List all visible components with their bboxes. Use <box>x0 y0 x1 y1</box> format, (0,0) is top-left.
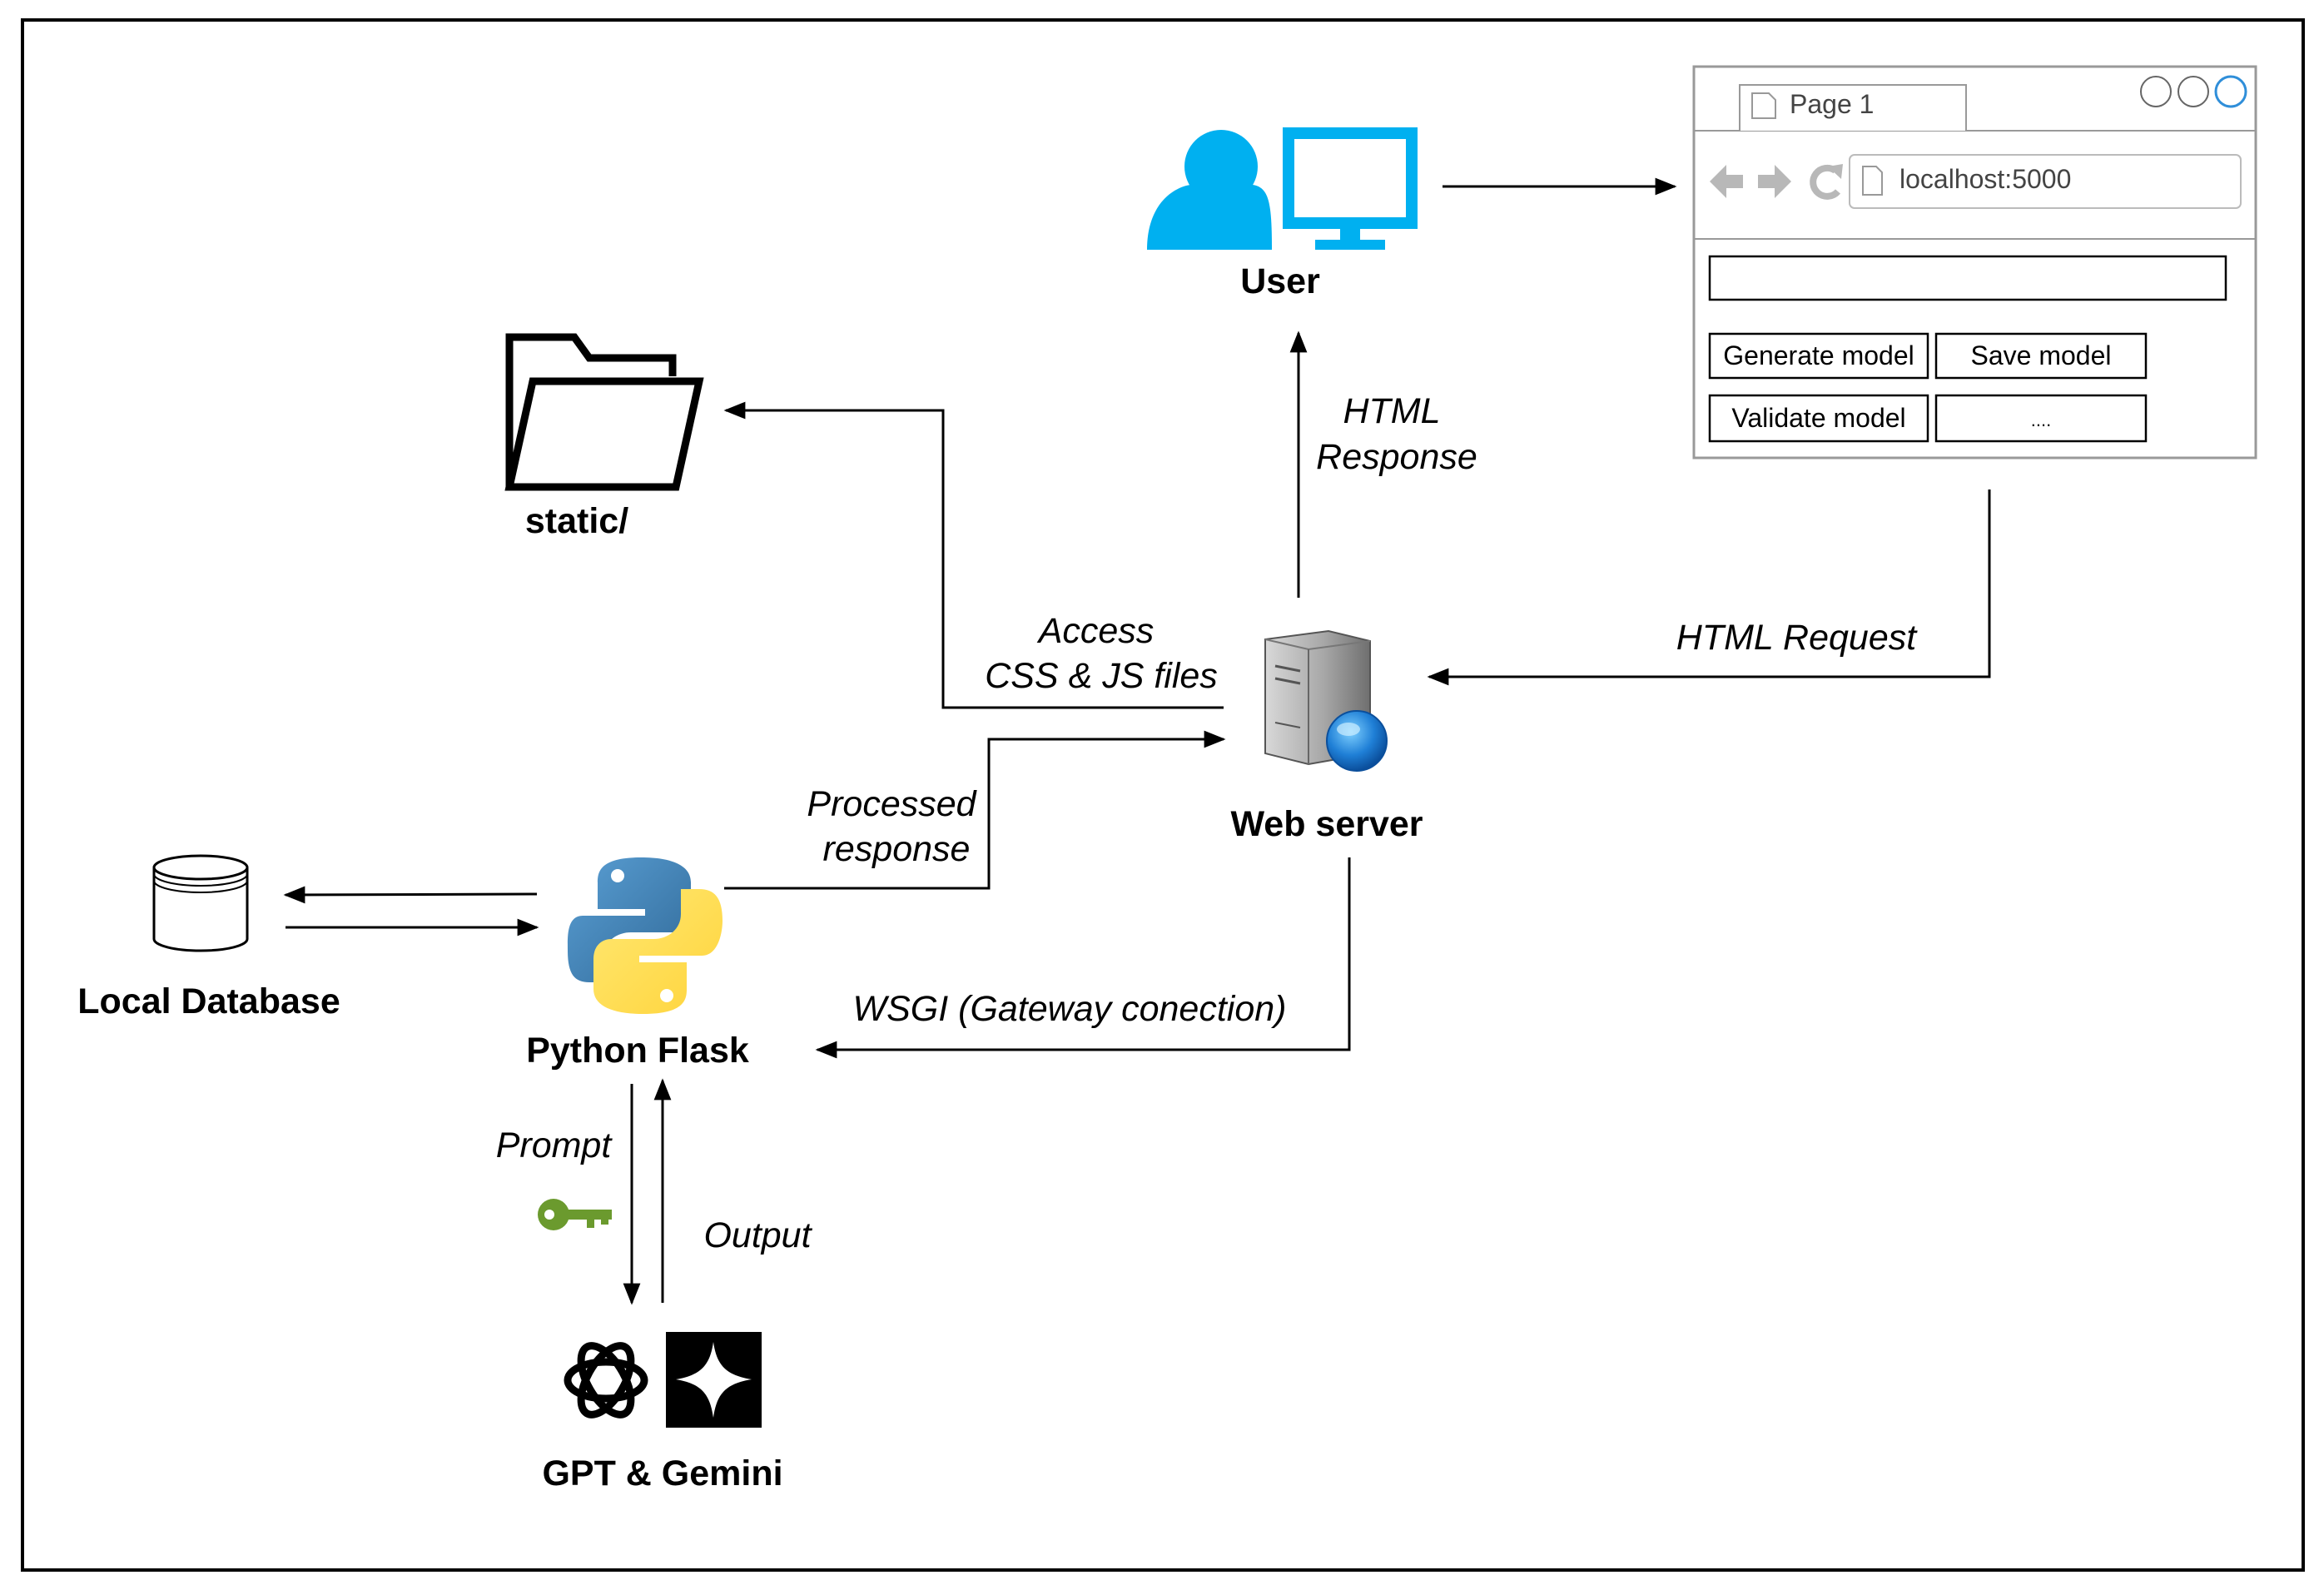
monitor-icon <box>1283 127 1418 250</box>
database-node: Local Database <box>77 854 340 1021</box>
gemini-icon <box>666 1332 762 1428</box>
html-request-label: HTML Request <box>1676 618 1918 658</box>
browser-text-input[interactable] <box>1708 255 2227 301</box>
diagram-frame <box>21 18 2305 1572</box>
browser-tab[interactable] <box>1739 84 1967 131</box>
wsgi-label: WSGI (Gateway conection) <box>853 989 1287 1029</box>
openai-icon <box>564 1342 648 1419</box>
globe-icon <box>1326 710 1388 772</box>
edge-processed-response <box>724 730 1226 890</box>
more-button[interactable]: .... <box>1934 394 2148 443</box>
generate-model-label: Generate model <box>1723 340 1914 370</box>
access-label-line1: Access <box>1036 611 1155 651</box>
page-icon <box>1751 92 1776 119</box>
web-server-label: Web server <box>1230 804 1423 844</box>
processed-label-line2: response <box>823 829 971 869</box>
save-model-label: Save model <box>1971 340 2112 370</box>
gpt-gemini-node: GPT & Gemini <box>542 1332 783 1493</box>
browser-window: Page 1 localhost:5000 Generate model <box>1692 65 2257 460</box>
edge-access-static <box>723 401 1224 709</box>
output-label: Output <box>703 1215 812 1255</box>
edge-flask-to-database <box>283 886 538 904</box>
database-icon <box>152 854 249 952</box>
page-icon <box>1862 166 1883 196</box>
local-database-label: Local Database <box>77 981 340 1021</box>
window-control-icon[interactable] <box>2140 76 2172 107</box>
refresh-icon[interactable] <box>1810 164 1843 200</box>
user-icon <box>1147 130 1272 250</box>
browser-tab-label: Page 1 <box>1790 89 1874 119</box>
python-icon <box>567 857 723 1014</box>
html-response-label-line2: Response <box>1316 437 1477 477</box>
validate-model-label: Validate model <box>1731 403 1905 433</box>
key-icon <box>538 1199 612 1230</box>
edge-wsgi <box>815 857 1351 1059</box>
prompt-label: Prompt <box>496 1125 613 1165</box>
validate-model-button[interactable]: Validate model <box>1708 394 1929 443</box>
processed-label-line1: Processed <box>807 784 977 824</box>
more-button-label: .... <box>2031 410 2051 430</box>
generate-model-button[interactable]: Generate model <box>1708 332 1929 380</box>
address-bar-url: localhost:5000 <box>1899 164 2071 194</box>
forward-arrow-icon[interactable] <box>1758 165 1791 198</box>
user-node: User <box>1147 127 1418 301</box>
back-arrow-icon[interactable] <box>1710 165 1743 198</box>
static-label: static/ <box>525 501 628 541</box>
window-control-icon[interactable] <box>2178 76 2209 107</box>
save-model-button[interactable]: Save model <box>1934 332 2148 380</box>
python-flask-label: Python Flask <box>526 1031 749 1071</box>
access-label-line2: CSS & JS files <box>985 656 1218 696</box>
folder-icon <box>504 333 704 491</box>
python-flask-node: Python Flask <box>526 857 749 1071</box>
static-node: static/ <box>504 333 704 541</box>
web-server-node: Web server <box>1230 629 1423 844</box>
address-bar[interactable] <box>1849 154 2242 209</box>
gpt-gemini-label: GPT & Gemini <box>542 1453 782 1493</box>
user-label: User <box>1240 261 1320 301</box>
edge-html-request <box>1427 489 1991 686</box>
window-control-icon[interactable] <box>2214 75 2247 108</box>
html-response-label-line1: HTML <box>1343 391 1440 431</box>
